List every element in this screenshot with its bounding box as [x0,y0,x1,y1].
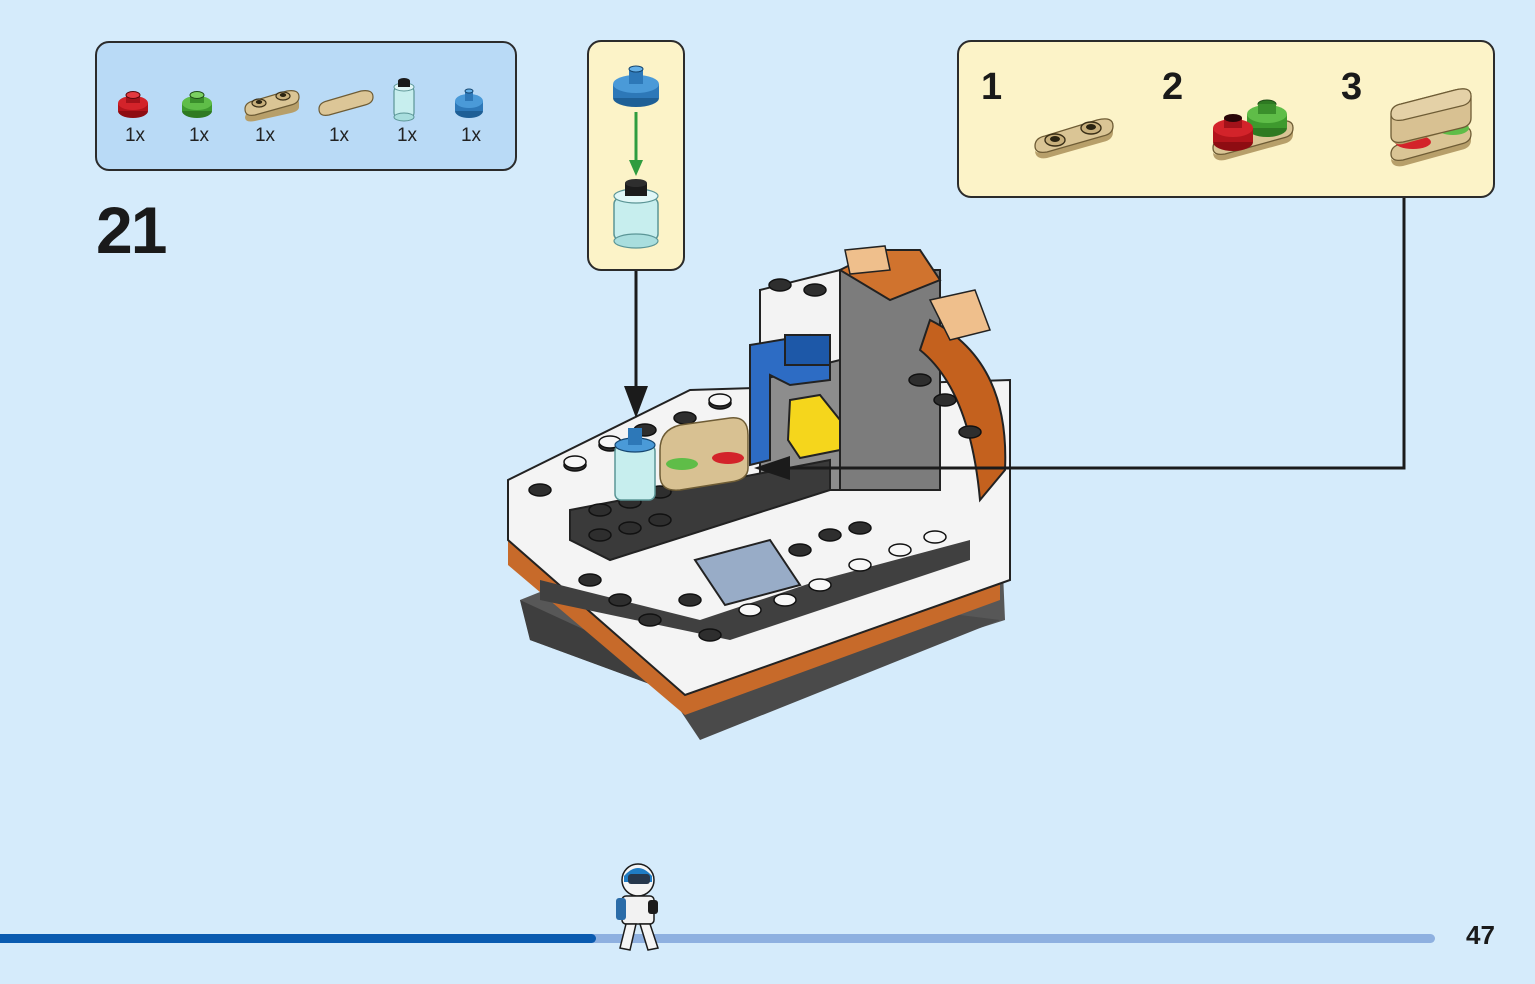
sandwich-step-2-illustration [1212,99,1294,161]
substep-number: 2 [1162,66,1184,108]
progress-bar [0,934,596,943]
progress-track [0,934,1435,943]
model-illustration [507,245,1011,740]
substep-number: 3 [1341,66,1363,108]
part-qty: 1x [254,125,276,146]
sandwich-step-1-illustration [1034,118,1114,159]
trans-clear-cylinder-icon [393,78,415,122]
parts-list-panel: 1x 1x 1x 1x [95,41,517,171]
part-tan-plate-2x1: 1x [237,73,300,153]
substep-number: 1 [981,66,1003,108]
part-blue-round-cap: 1x [441,73,501,153]
step-number: 21 [96,193,167,267]
part-green-round-plate: 1x [169,73,229,153]
green-round-plate-icon [182,91,212,118]
sandwich-step-3-illustration [1390,88,1472,167]
tan-plate-2x1-icon [244,90,300,122]
cup-assembly-illustration [613,65,659,249]
part-qty: 1x [396,125,418,146]
page-number: 47 [1466,920,1495,950]
tan-tile-2x1-icon [318,90,374,116]
part-tan-tile-2x1: 1x [311,73,374,153]
part-trans-clear-cylinder: 1x [377,73,437,153]
astronaut-icon [616,863,659,951]
subassembly-callout-cup [587,40,685,271]
part-qty: 1x [460,125,482,146]
part-qty: 1x [328,125,350,146]
red-round-plate-icon [118,91,148,118]
part-qty: 1x [188,125,210,146]
part-qty: 1x [124,125,146,146]
part-red-round-plate: 1x [105,73,165,153]
subassembly-callout-sandwich: 1 2 3 [957,40,1495,198]
blue-round-cap-icon [455,88,483,118]
